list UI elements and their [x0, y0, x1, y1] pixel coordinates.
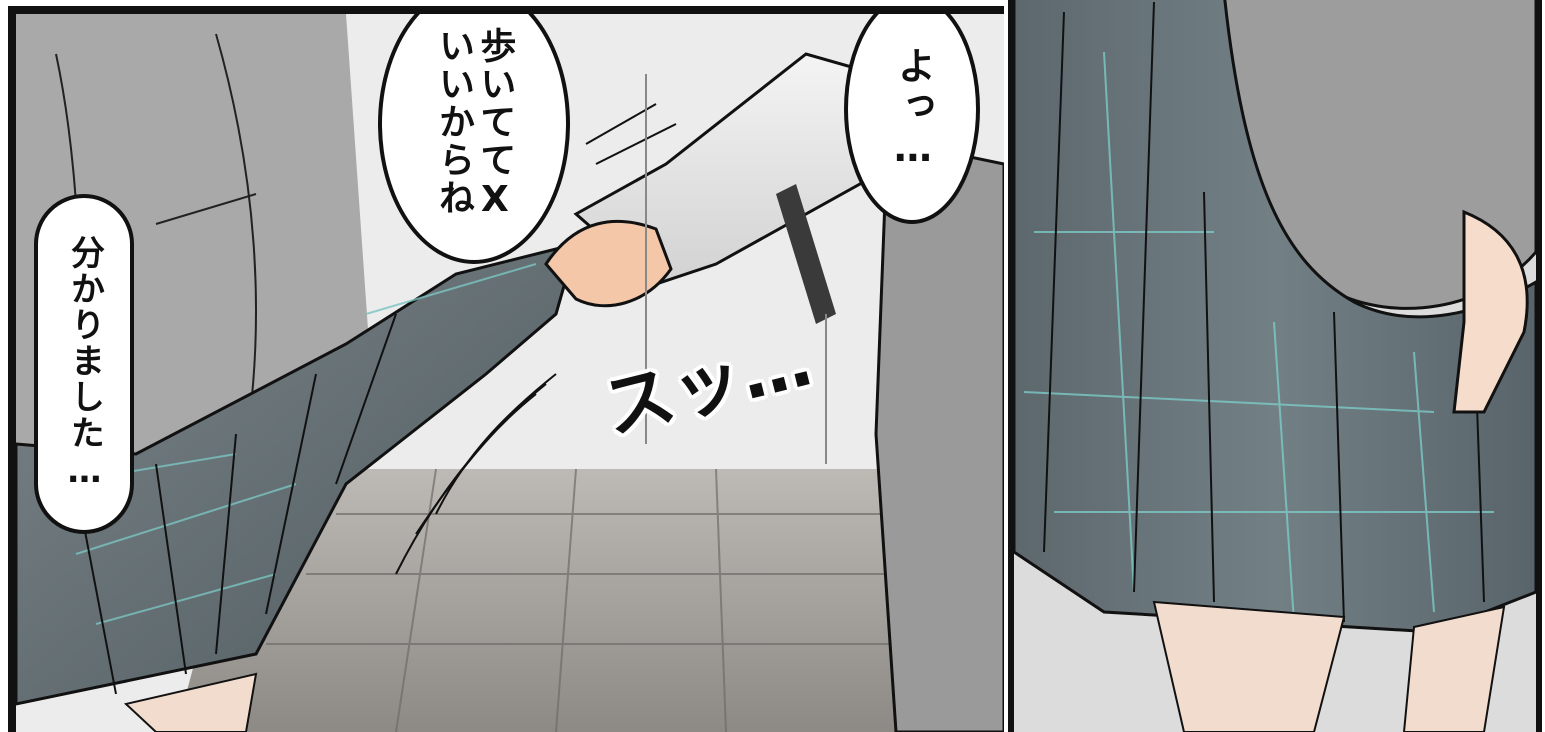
speech-bubble-yo: よっ… — [844, 14, 980, 224]
speech-text-aruitete: 歩いててX いいからね — [433, 26, 516, 222]
speech-bubble-wakarimashita: 分かりました… — [34, 194, 134, 534]
speed-lines — [395, 103, 677, 575]
hand — [544, 219, 673, 308]
skirt-right — [1014, 0, 1536, 634]
floor — [176, 469, 896, 732]
manga-panel-left: 分かりました… 歩いててX いいからね よっ… スッ… — [8, 6, 1004, 732]
manga-panel-right — [1008, 0, 1542, 732]
panel-right-artwork — [1014, 0, 1536, 732]
hand-right — [1452, 209, 1529, 414]
speech-text-yo: よっ… — [890, 46, 935, 172]
speech-text-wakarimashita: 分かりました… — [64, 235, 105, 493]
trousers — [874, 152, 1004, 732]
speech-bubble-aruitete: 歩いててX いいからね — [378, 14, 570, 264]
